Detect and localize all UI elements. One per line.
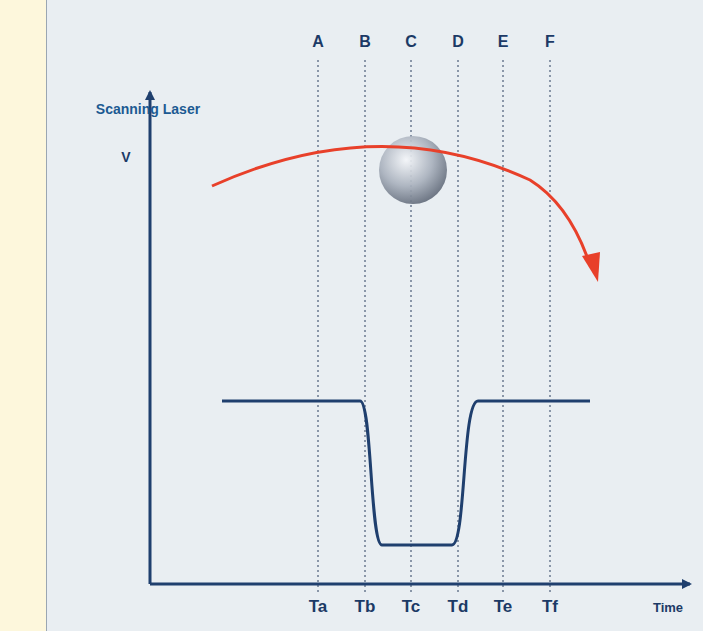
laser-label: Scanning Laser [96,102,200,117]
time-tick: Tb [355,598,376,617]
background-panel [46,0,703,631]
time-tick: Td [448,598,469,617]
time-tick: Tc [402,598,421,617]
time-axis [150,583,690,586]
position-letter: E [498,33,509,51]
position-letter: F [545,33,555,51]
position-letter: D [452,33,464,51]
time-tick: Tf [542,598,558,617]
position-letter: A [312,33,324,51]
time-gridlines [318,60,550,592]
axis-label: V [121,150,130,165]
voltage-axis [149,92,152,584]
position-letter: C [405,33,417,51]
time-tick: Te [494,598,513,617]
axis-label: Time [653,601,683,615]
position-letter: B [359,33,371,51]
laser-arc [212,146,590,265]
time-tick: Ta [309,598,328,617]
signal-trace [222,401,590,545]
laser-arrowhead [582,252,600,282]
